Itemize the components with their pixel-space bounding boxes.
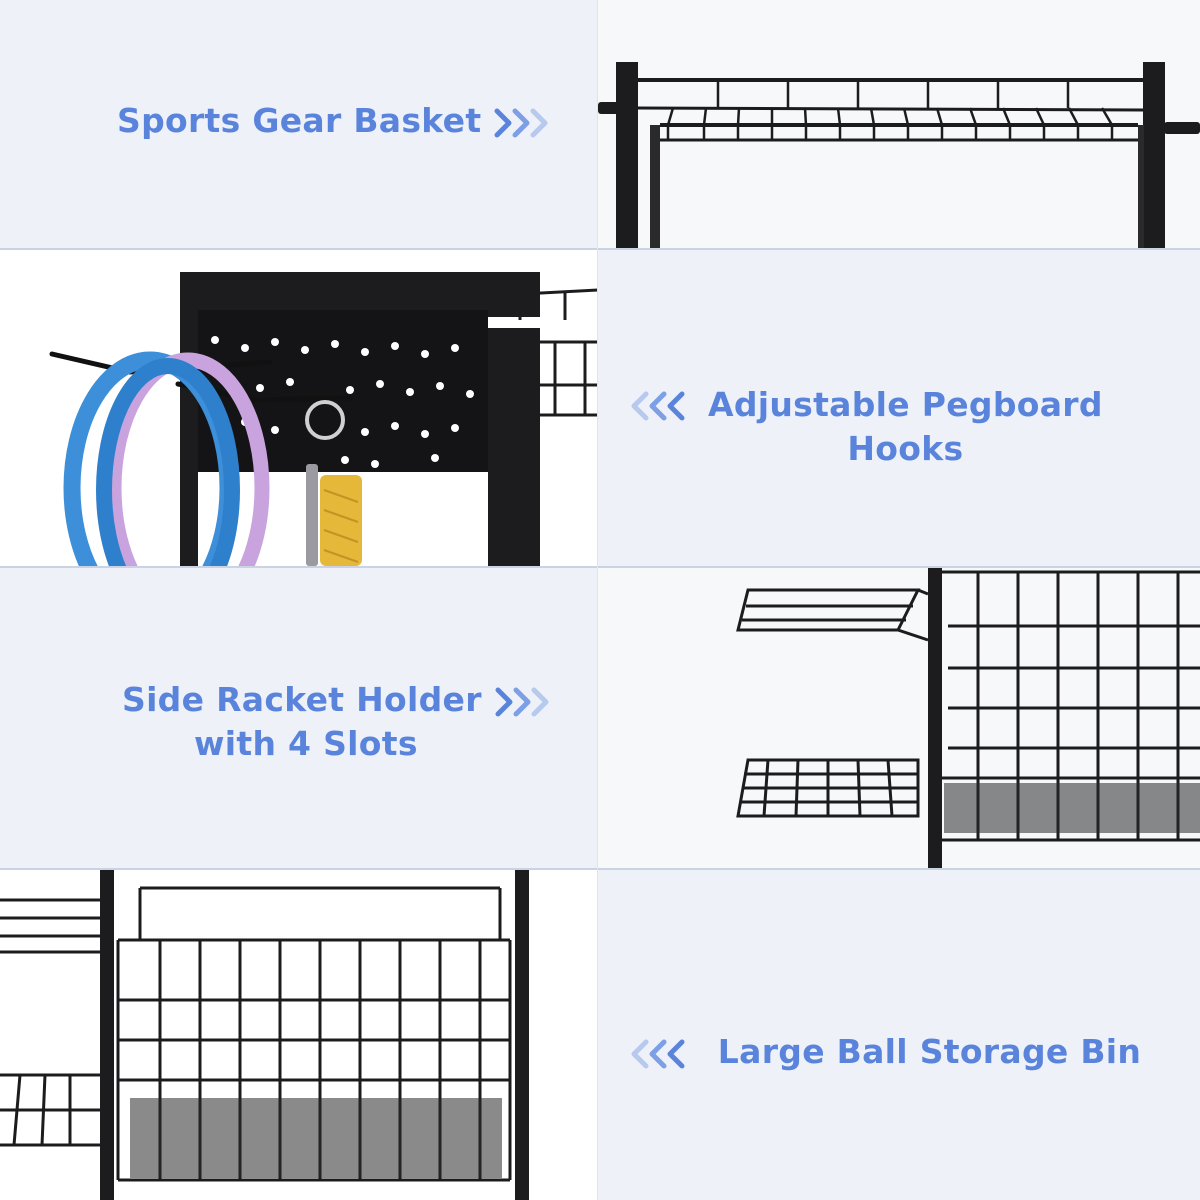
caption-panel: Side Racket Holder with 4 Slots: [0, 568, 598, 868]
row-divider: [0, 566, 1200, 568]
caption-panel: Adjustable Pegboard Hooks: [598, 250, 1200, 566]
caption-line-2: with 4 Slots: [194, 724, 418, 763]
caption-text: Sports Gear Basket: [117, 101, 482, 140]
chevrons-right-icon: [494, 687, 558, 717]
caption-panel: Sports Gear Basket: [0, 0, 598, 249]
product-photo-ball-storage-bin: [0, 870, 598, 1200]
feature-row-side-racket-holder: Side Racket Holder with 4 Slots: [0, 568, 1200, 868]
caption-panel: Large Ball Storage Bin: [598, 870, 1200, 1200]
feature-row-ball-storage-bin: Large Ball Storage Bin: [0, 870, 1200, 1200]
feature-caption: Adjustable Pegboard Hooks: [630, 383, 1103, 471]
feature-row-pegboard-hooks: Adjustable Pegboard Hooks: [0, 250, 1200, 566]
product-photo-pegboard-hooks: [0, 250, 598, 566]
product-photo-side-racket-holder: [598, 568, 1200, 868]
feature-caption: Large Ball Storage Bin: [630, 1030, 1141, 1074]
caption-line-2: Hooks: [847, 429, 964, 468]
feature-caption: Sports Gear Basket: [117, 99, 557, 143]
row-divider: [0, 868, 1200, 870]
chevrons-right-icon: [493, 108, 557, 138]
caption-line-1: Side Racket Holder: [122, 680, 482, 719]
product-photo-sports-gear-basket: [598, 0, 1200, 249]
chevrons-left-icon: [630, 391, 694, 421]
column-divider: [597, 0, 598, 1200]
chevrons-left-icon: [630, 1039, 694, 1069]
feature-caption: Side Racket Holder with 4 Slots: [122, 678, 558, 766]
caption-line-1: Adjustable Pegboard: [708, 385, 1103, 424]
caption-text: Large Ball Storage Bin: [717, 1032, 1142, 1071]
pegboard-holes: [211, 336, 474, 468]
row-divider: [0, 248, 1200, 250]
feature-row-sports-gear-basket: Sports Gear Basket: [0, 0, 1200, 249]
